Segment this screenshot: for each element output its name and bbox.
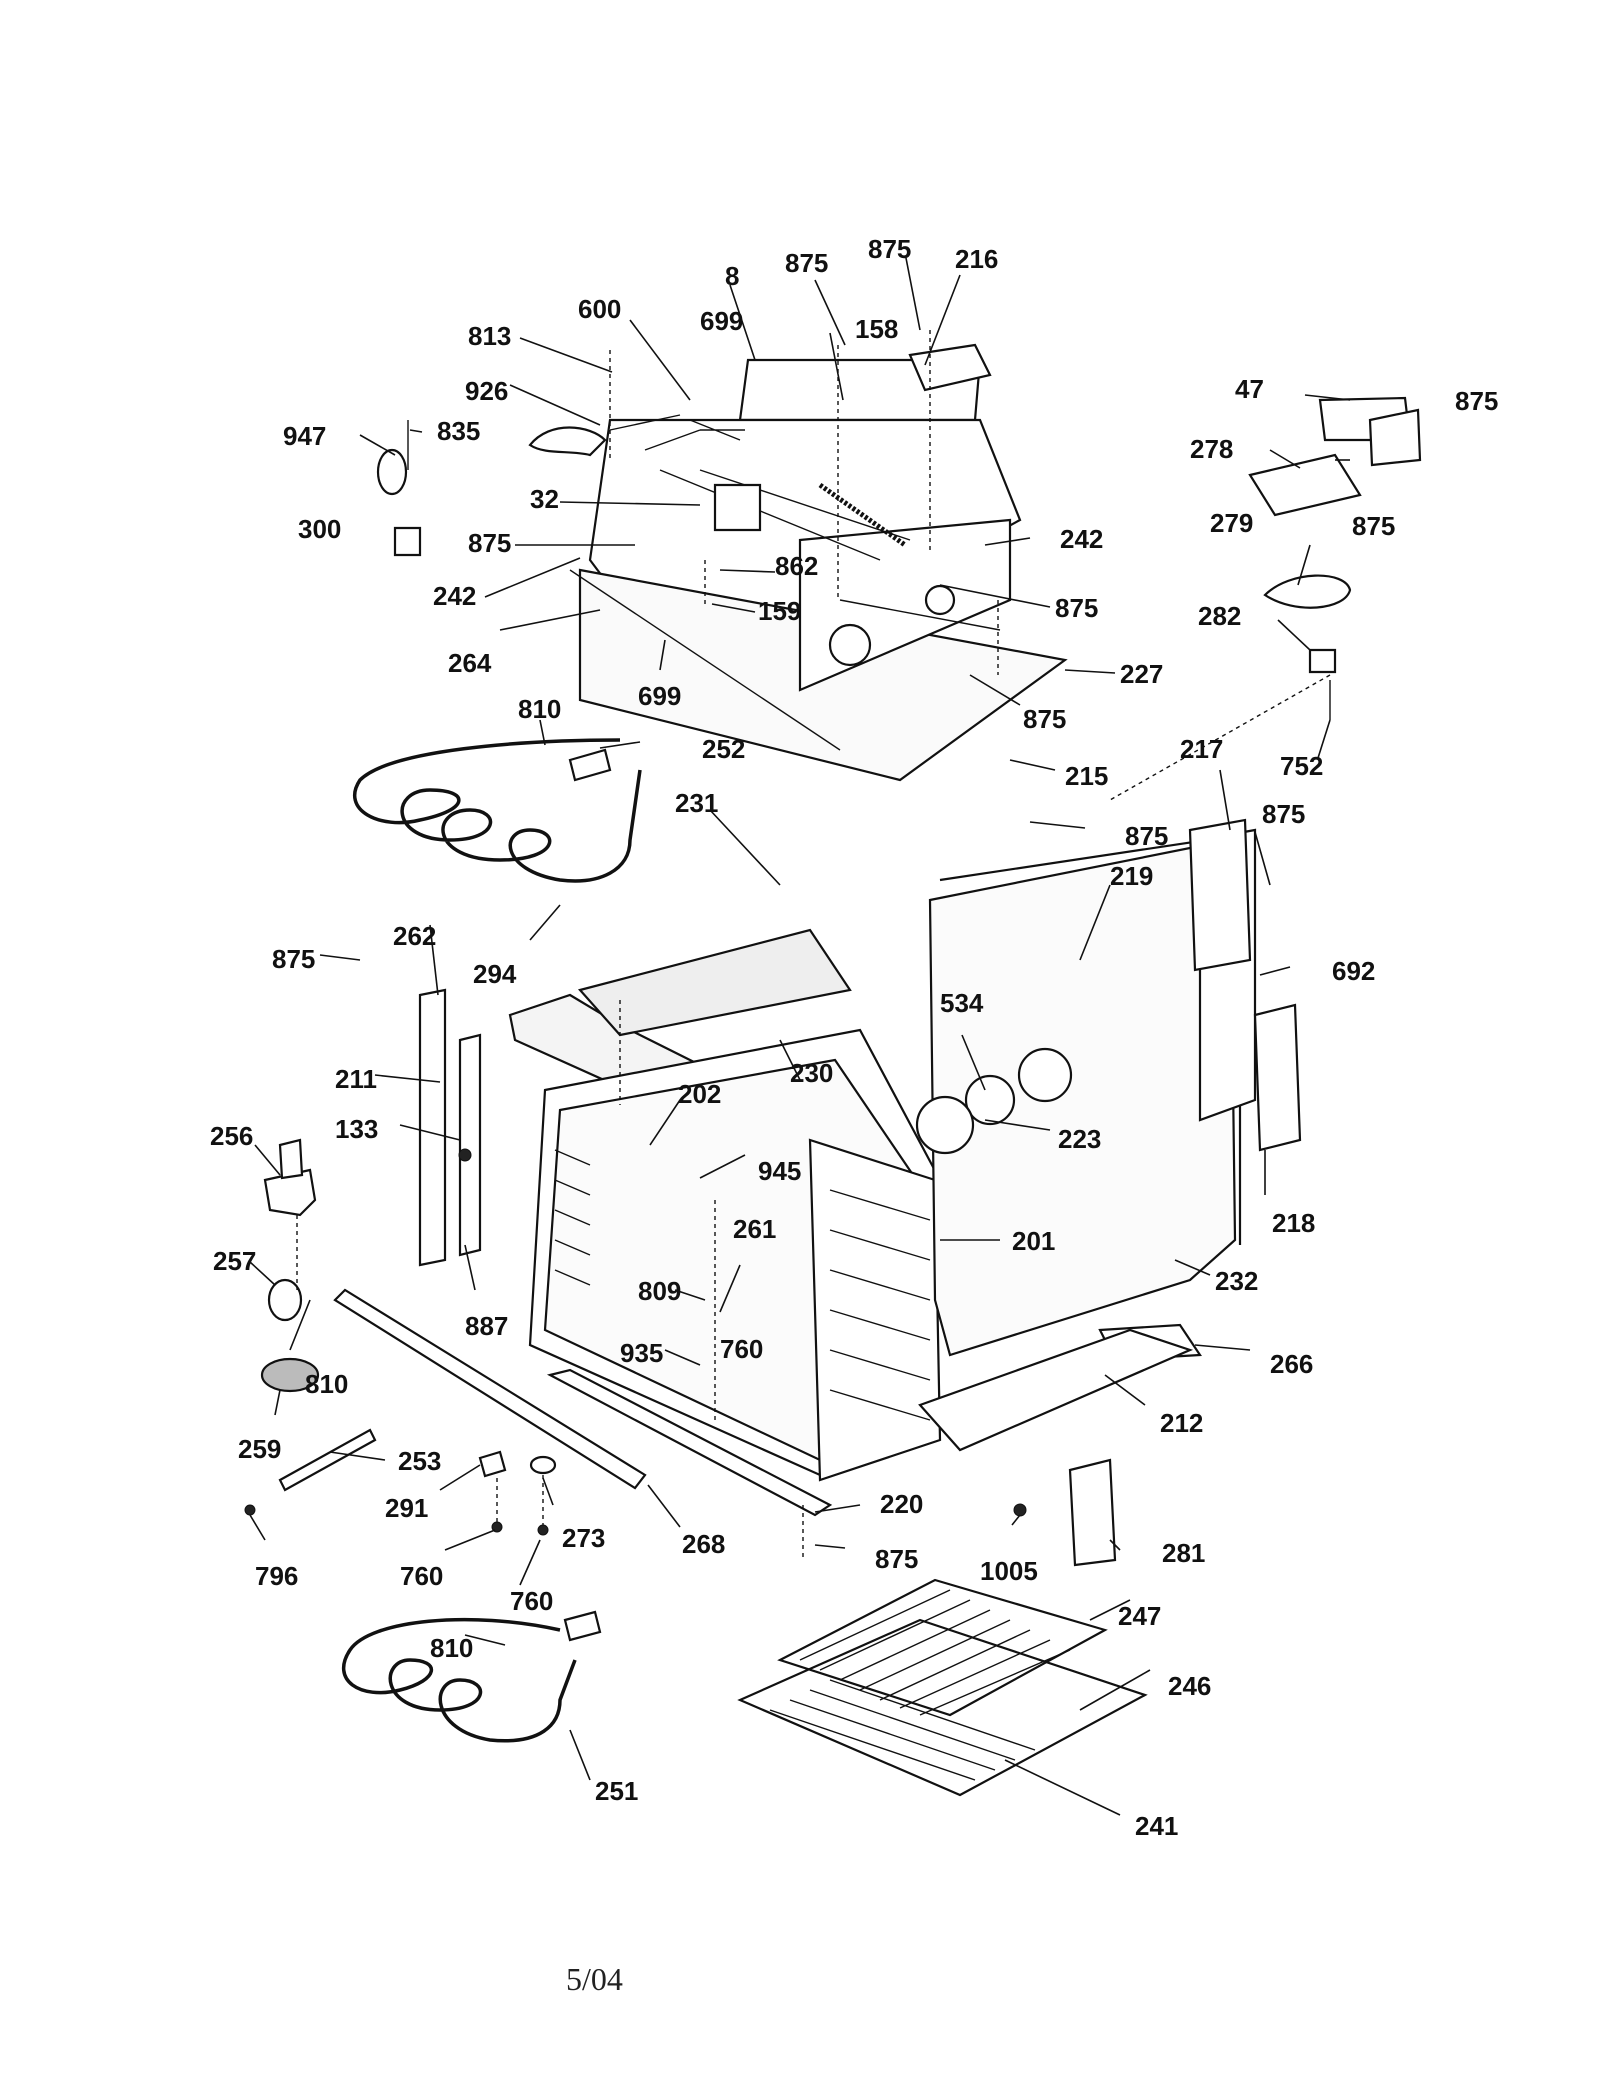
label-242-b: 242 bbox=[433, 581, 476, 611]
left-strips bbox=[418, 988, 482, 1267]
label-875-i: 875 bbox=[1262, 799, 1305, 829]
label-257: 257 bbox=[213, 1246, 256, 1276]
label-246: 246 bbox=[1168, 1671, 1211, 1701]
label-291: 291 bbox=[385, 1493, 428, 1523]
bake-element bbox=[342, 1610, 602, 1743]
label-261: 261 bbox=[733, 1214, 776, 1244]
label-875-h: 875 bbox=[1125, 821, 1168, 851]
label-813: 813 bbox=[468, 321, 511, 351]
label-227: 227 bbox=[1120, 659, 1163, 689]
label-202: 202 bbox=[678, 1079, 721, 1109]
label-281: 281 bbox=[1162, 1538, 1205, 1568]
label-212: 212 bbox=[1160, 1408, 1203, 1438]
label-760-c: 760 bbox=[510, 1586, 553, 1616]
label-875-c: 875 bbox=[468, 528, 511, 558]
label-201: 201 bbox=[1012, 1226, 1055, 1256]
label-875-j: 875 bbox=[272, 944, 315, 974]
label-218: 218 bbox=[1272, 1208, 1315, 1238]
label-241: 241 bbox=[1135, 1811, 1178, 1841]
label-534: 534 bbox=[940, 988, 984, 1018]
broil-element bbox=[352, 738, 642, 883]
label-752: 752 bbox=[1280, 751, 1323, 781]
label-810-b: 810 bbox=[305, 1369, 348, 1399]
label-268: 268 bbox=[682, 1529, 725, 1559]
label-215: 215 bbox=[1065, 761, 1108, 791]
label-875-k: 875 bbox=[875, 1544, 918, 1574]
label-47: 47 bbox=[1235, 374, 1264, 404]
label-32: 32 bbox=[530, 484, 559, 514]
assembly-guides bbox=[296, 330, 1331, 1560]
label-875-d: 875 bbox=[1055, 593, 1098, 623]
label-279: 279 bbox=[1210, 508, 1253, 538]
leader-lines bbox=[249, 257, 1351, 1816]
label-266: 266 bbox=[1270, 1349, 1313, 1379]
label-699: 699 bbox=[700, 306, 743, 336]
top-panel-assembly bbox=[569, 358, 1068, 782]
label-760-a: 760 bbox=[720, 1334, 763, 1364]
parts-artwork bbox=[244, 257, 1422, 1816]
label-875-b: 875 bbox=[868, 234, 911, 264]
small-parts-top-left bbox=[376, 420, 422, 557]
label-217: 217 bbox=[1180, 734, 1223, 764]
label-220: 220 bbox=[880, 1489, 923, 1519]
label-8: 8 bbox=[725, 261, 739, 291]
label-809: 809 bbox=[638, 1276, 681, 1306]
small-bottom-parts bbox=[244, 1428, 1117, 1567]
label-231: 231 bbox=[675, 788, 718, 818]
label-278: 278 bbox=[1190, 434, 1233, 464]
footer-date: 5/04 bbox=[566, 1961, 623, 1997]
label-945: 945 bbox=[758, 1156, 801, 1186]
label-875-f: 875 bbox=[1455, 386, 1498, 416]
part-number-labels: 813 600 699 8 875 875 216 158 926 947 83… bbox=[210, 234, 1498, 1841]
label-232: 232 bbox=[1215, 1266, 1258, 1296]
right-side-panels bbox=[1188, 818, 1302, 1152]
label-264: 264 bbox=[448, 648, 492, 678]
label-810-a: 810 bbox=[518, 694, 561, 724]
label-251: 251 bbox=[595, 1776, 638, 1806]
label-216: 216 bbox=[955, 244, 998, 274]
label-256: 256 bbox=[210, 1121, 253, 1151]
bottom-trim bbox=[333, 1288, 1202, 1517]
label-273: 273 bbox=[562, 1523, 605, 1553]
label-282: 282 bbox=[1198, 601, 1241, 631]
label-294: 294 bbox=[473, 959, 517, 989]
label-760-b: 760 bbox=[400, 1561, 443, 1591]
label-835: 835 bbox=[437, 416, 480, 446]
oven-light-parts bbox=[260, 1138, 472, 1393]
label-223: 223 bbox=[1058, 1124, 1101, 1154]
label-219: 219 bbox=[1110, 861, 1153, 891]
label-796: 796 bbox=[255, 1561, 298, 1591]
label-300: 300 bbox=[298, 514, 341, 544]
label-862: 862 bbox=[775, 551, 818, 581]
label-935: 935 bbox=[620, 1338, 663, 1368]
oven-cavity bbox=[508, 833, 1242, 1482]
thermostat-parts bbox=[528, 414, 907, 548]
label-875-e: 875 bbox=[1023, 704, 1066, 734]
label-252: 252 bbox=[702, 734, 745, 764]
broiler-pan-and-racks bbox=[737, 1578, 1148, 1797]
label-926: 926 bbox=[465, 376, 508, 406]
label-211: 211 bbox=[335, 1064, 377, 1094]
label-242-a: 242 bbox=[1060, 524, 1103, 554]
label-262: 262 bbox=[393, 921, 436, 951]
label-259: 259 bbox=[238, 1434, 281, 1464]
label-810-c: 810 bbox=[430, 1633, 473, 1663]
label-875-g: 875 bbox=[1352, 511, 1395, 541]
label-947: 947 bbox=[283, 421, 326, 451]
label-247: 247 bbox=[1118, 1601, 1161, 1631]
label-158: 158 bbox=[855, 314, 898, 344]
label-600: 600 bbox=[578, 294, 621, 324]
label-875-a: 875 bbox=[785, 248, 828, 278]
label-887: 887 bbox=[465, 1311, 508, 1341]
label-699-b: 699 bbox=[638, 681, 681, 711]
label-230: 230 bbox=[790, 1058, 833, 1088]
label-133: 133 bbox=[335, 1114, 378, 1144]
label-1005: 1005 bbox=[980, 1556, 1038, 1586]
label-253: 253 bbox=[398, 1446, 441, 1476]
label-692: 692 bbox=[1332, 956, 1375, 986]
label-159: 159 bbox=[758, 596, 801, 626]
